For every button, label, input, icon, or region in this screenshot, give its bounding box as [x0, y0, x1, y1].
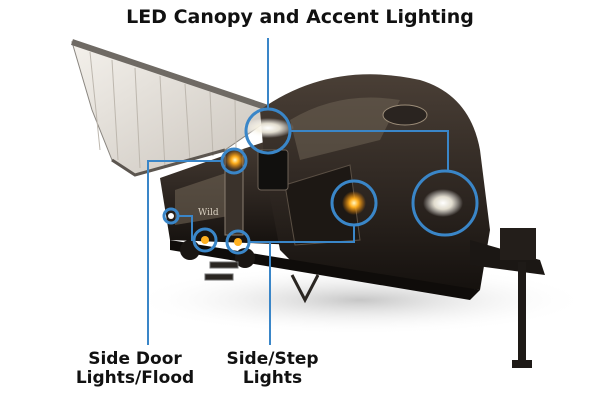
awning-stripes — [89, 51, 237, 169]
awning-roller — [71, 39, 281, 115]
step-light-right — [234, 238, 242, 246]
entry-steps — [204, 261, 239, 281]
label-side-step-lights: Side/Step Lights — [205, 350, 340, 388]
rear-accent-light — [168, 213, 174, 219]
callout-flood-light — [411, 169, 479, 237]
awning-arm — [111, 148, 226, 177]
propane-cover — [500, 228, 536, 260]
canopy-light-glow — [242, 118, 294, 138]
stabilizer-jack — [290, 274, 320, 304]
step-light-left — [201, 236, 209, 244]
tongue-jack-foot — [512, 360, 532, 368]
label-line: Side Door — [88, 349, 182, 369]
label-line: Side/Step — [226, 349, 319, 369]
line-canopy-to-flood — [290, 130, 449, 171]
label-side-door-lights: Side Door Lights/Flood — [55, 350, 215, 388]
front-swoosh — [290, 97, 400, 160]
front-flood-light-glow — [423, 189, 463, 217]
label-line: Lights — [242, 368, 303, 388]
tongue-jack — [518, 262, 526, 362]
front-logo — [382, 104, 428, 126]
side-window — [257, 149, 289, 191]
trailer-badge: Wild — [198, 208, 219, 218]
label-line: Lights/Flood — [75, 368, 195, 388]
trailer-side-panel — [175, 170, 235, 225]
front-marker-light-glow — [342, 191, 366, 215]
wheel-rear — [180, 240, 200, 260]
porch-light-glow — [225, 150, 245, 170]
connector-lines — [147, 38, 449, 345]
page-title: LED Canopy and Accent Lighting — [126, 6, 474, 28]
line-accent-to-door — [178, 215, 194, 241]
line-step-to-marker — [249, 225, 355, 243]
line-porch-to-door-label — [147, 160, 222, 345]
